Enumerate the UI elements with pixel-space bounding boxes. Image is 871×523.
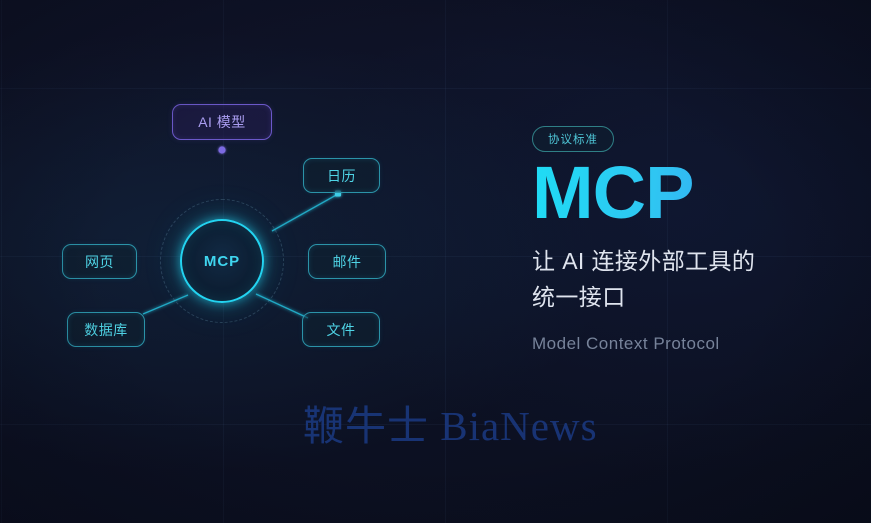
info-panel: 协议标准 MCP 让 AI 连接外部工具的 统一接口 Model Context…: [532, 126, 852, 354]
node-label-mail: 邮件: [332, 253, 362, 270]
tagline: 让 AI 连接外部工具的 统一接口: [532, 244, 852, 315]
node-ai-model[interactable]: AI 模型: [172, 104, 272, 140]
hub-circle-mcp[interactable]: MCP: [180, 219, 264, 303]
node-file[interactable]: 文件: [302, 312, 380, 347]
node-label-calendar: 日历: [327, 167, 356, 184]
node-calendar[interactable]: 日历: [303, 158, 380, 193]
watermark: 鞭牛士 BiaNews: [303, 403, 598, 449]
node-label-database: 数据库: [84, 321, 128, 338]
node-label-ai-model: AI 模型: [198, 114, 246, 130]
status-badge: 协议标准: [532, 126, 614, 152]
subtitle-english: Model Context Protocol: [532, 333, 720, 353]
node-label-webpage: 网页: [85, 253, 114, 270]
node-webpage[interactable]: 网页: [62, 244, 137, 279]
node-mail[interactable]: 邮件: [308, 244, 386, 279]
node-label-file: 文件: [326, 321, 356, 338]
node-database[interactable]: 数据库: [67, 312, 145, 347]
tagline-line-1: 让 AI 连接外部工具的: [532, 248, 756, 275]
hub-label: MCP: [203, 252, 241, 270]
connector-calendar: [271, 190, 341, 232]
page-title: MCP: [532, 155, 852, 229]
tagline-line-2: 统一接口: [532, 283, 626, 310]
